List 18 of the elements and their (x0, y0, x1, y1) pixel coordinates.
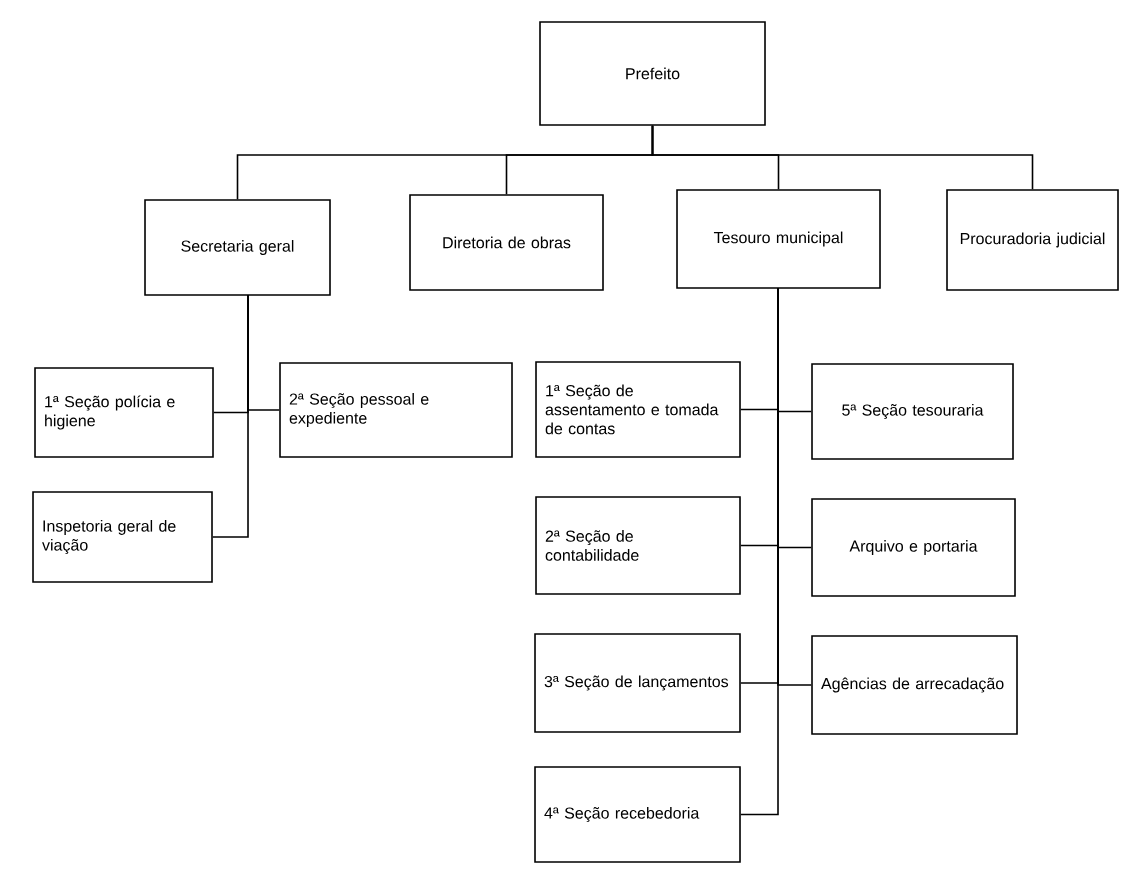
org-box: 2ª Seção de contabilidade (535, 496, 741, 595)
org-box: 1ª Seção de assentamento e tomada de contas (535, 361, 741, 458)
org-box: 1ª Seção polícia e higiene (34, 367, 214, 458)
org-box: Agências de arrecadação (811, 635, 1018, 735)
org-box: Prefeito (539, 21, 766, 126)
org-box: Procuradoria judicial (946, 189, 1119, 291)
connector-line (651, 125, 1034, 190)
org-box: 2ª Seção pessoal e expediente (279, 362, 513, 458)
org-box: Secretaria geral (144, 199, 331, 296)
org-box: Diretoria de obras (409, 194, 604, 291)
org-box: 4ª Seção recebedoria (534, 766, 741, 863)
connector-line (740, 287, 779, 816)
org-box: Arquivo e portaria (811, 498, 1016, 597)
org-box: 5ª Seção tesouraria (811, 363, 1014, 460)
org-box: Tesouro municipal (676, 189, 881, 289)
org-box: 3ª Seção de lançamentos (534, 633, 741, 733)
connector-line (212, 294, 249, 538)
org-box: Inspetoria geral de viação (32, 491, 213, 583)
